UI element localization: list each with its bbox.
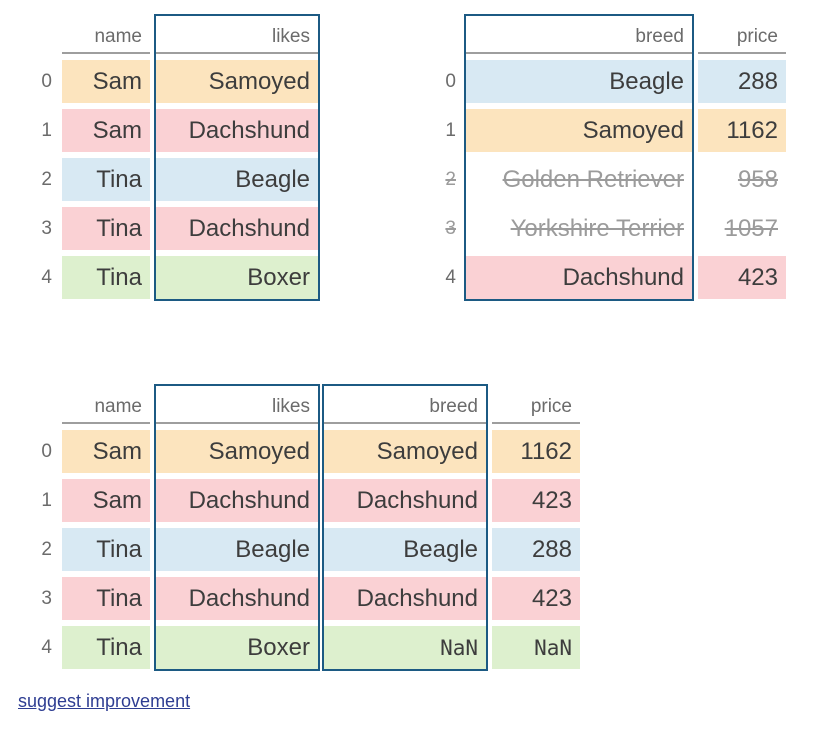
column-header-likes: likes	[156, 16, 318, 54]
cell-breed: Dachshund	[324, 577, 486, 620]
cell-breed: Beagle	[466, 60, 692, 103]
row-index-label: 0	[41, 440, 52, 462]
cell-likes: Dachshund	[156, 479, 318, 522]
cell-likes: Samoyed	[156, 60, 318, 103]
column-header-name: name	[62, 16, 150, 54]
cell-price: 1057	[724, 214, 778, 242]
cell-likes: Dachshund	[156, 109, 318, 152]
cell-name: Sam	[62, 430, 150, 473]
table-row: 2 Golden Retriever 958	[440, 158, 786, 201]
cell-name: Tina	[62, 256, 150, 299]
column-header-price: price	[698, 16, 786, 54]
index-header	[36, 16, 56, 54]
row-index-label: 3	[445, 217, 456, 239]
cell-breed: Dachshund	[324, 479, 486, 522]
cell-breed: NaN	[324, 626, 486, 669]
cell-likes: Beagle	[156, 528, 318, 571]
cell-likes: Boxer	[156, 256, 318, 299]
index-header	[440, 16, 460, 54]
cell-name: Sam	[62, 109, 150, 152]
cell-price: 288	[492, 528, 580, 571]
cell-breed: Samoyed	[324, 430, 486, 473]
column-header-breed: breed	[324, 386, 486, 424]
cell-likes: Beagle	[156, 158, 318, 201]
row-index-label: 3	[41, 587, 52, 609]
table-row: 3 Yorkshire Terrier 1057	[440, 207, 786, 250]
column-header-name: name	[62, 386, 150, 424]
cell-name: Tina	[62, 626, 150, 669]
row-index-label: 2	[41, 168, 52, 190]
row-index-label: 4	[41, 636, 52, 658]
cell-name: Sam	[62, 60, 150, 103]
row-index-label: 0	[445, 70, 456, 92]
row-index-label: 2	[41, 538, 52, 560]
cell-name: Tina	[62, 528, 150, 571]
cell-breed: Beagle	[324, 528, 486, 571]
row-index-label: 4	[41, 266, 52, 288]
cell-name: Sam	[62, 479, 150, 522]
row-index-label: 3	[41, 217, 52, 239]
row-index-label: 1	[41, 119, 52, 141]
cell-name: Tina	[62, 207, 150, 250]
row-index-label: 1	[445, 119, 456, 141]
cell-price: 423	[492, 479, 580, 522]
cell-price: 423	[492, 577, 580, 620]
cell-breed: Golden Retriever	[502, 165, 684, 193]
cell-price: NaN	[492, 626, 580, 669]
cell-price: 423	[698, 256, 786, 299]
cell-price: 288	[698, 60, 786, 103]
cell-name: Tina	[62, 158, 150, 201]
column-header-price: price	[492, 386, 580, 424]
column-header-breed: breed	[466, 16, 692, 54]
index-header	[36, 386, 56, 424]
cell-likes: Dachshund	[156, 577, 318, 620]
row-index-label: 4	[445, 266, 456, 288]
cell-breed: Samoyed	[466, 109, 692, 152]
cell-price: 1162	[698, 109, 786, 152]
cell-price: 958	[737, 165, 778, 193]
suggest-improvement-link[interactable]: suggest improvement	[18, 691, 191, 711]
column-header-likes: likes	[156, 386, 318, 424]
row-index-label: 2	[445, 168, 456, 190]
cell-likes: Dachshund	[156, 207, 318, 250]
cell-breed: Yorkshire Terrier	[510, 214, 684, 242]
cell-likes: Boxer	[156, 626, 318, 669]
cell-price: 1162	[492, 430, 580, 473]
cell-breed: Dachshund	[466, 256, 692, 299]
row-index-label: 1	[41, 489, 52, 511]
cell-likes: Samoyed	[156, 430, 318, 473]
row-index-label: 0	[41, 70, 52, 92]
cell-name: Tina	[62, 577, 150, 620]
